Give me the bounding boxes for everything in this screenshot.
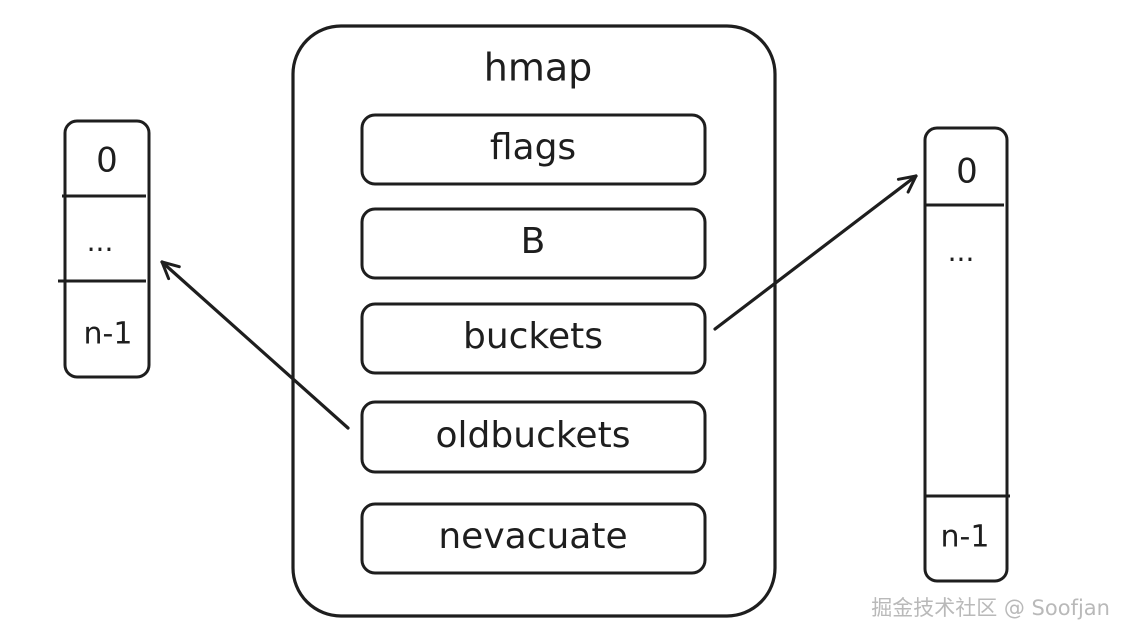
- arrow-buckets-to-new-array: [713, 174, 918, 331]
- watermark-text: 掘金技术社区 @ Soofjan: [871, 596, 1110, 620]
- new-buckets-array: 0 ... n-1: [923, 126, 1010, 583]
- hmap-title: hmap: [484, 46, 593, 90]
- new-array-outline: [923, 126, 1009, 583]
- old-array-outline: [63, 119, 151, 379]
- arrow-oldbuckets-to-old-array: [160, 260, 350, 430]
- field-flags: flags: [360, 113, 707, 186]
- field-label-oldbuckets: oldbuckets: [436, 415, 631, 456]
- old-array-slot-first: 0: [96, 141, 118, 181]
- field-buckets: buckets: [360, 302, 707, 375]
- hmap-outline: [291, 24, 777, 618]
- field-label-buckets: buckets: [463, 316, 603, 357]
- field-nevacuate: nevacuate: [360, 502, 707, 575]
- new-array-slot-last: n-1: [941, 520, 990, 555]
- field-label-nevacuate: nevacuate: [438, 516, 627, 557]
- field-label-flags: flags: [490, 127, 576, 168]
- new-array-slot-middle: ...: [948, 235, 975, 268]
- old-buckets-array: 0 ... n-1: [58, 119, 151, 379]
- field-b: B: [360, 207, 707, 280]
- field-oldbuckets: oldbuckets: [360, 400, 707, 474]
- hmap-struct: hmap flags B buckets oldbuckets nevacuat…: [291, 24, 777, 618]
- old-array-slot-middle: ...: [87, 225, 114, 258]
- new-array-slot-first: 0: [956, 152, 978, 192]
- field-label-b: B: [521, 221, 546, 262]
- old-array-slot-last: n-1: [84, 317, 133, 352]
